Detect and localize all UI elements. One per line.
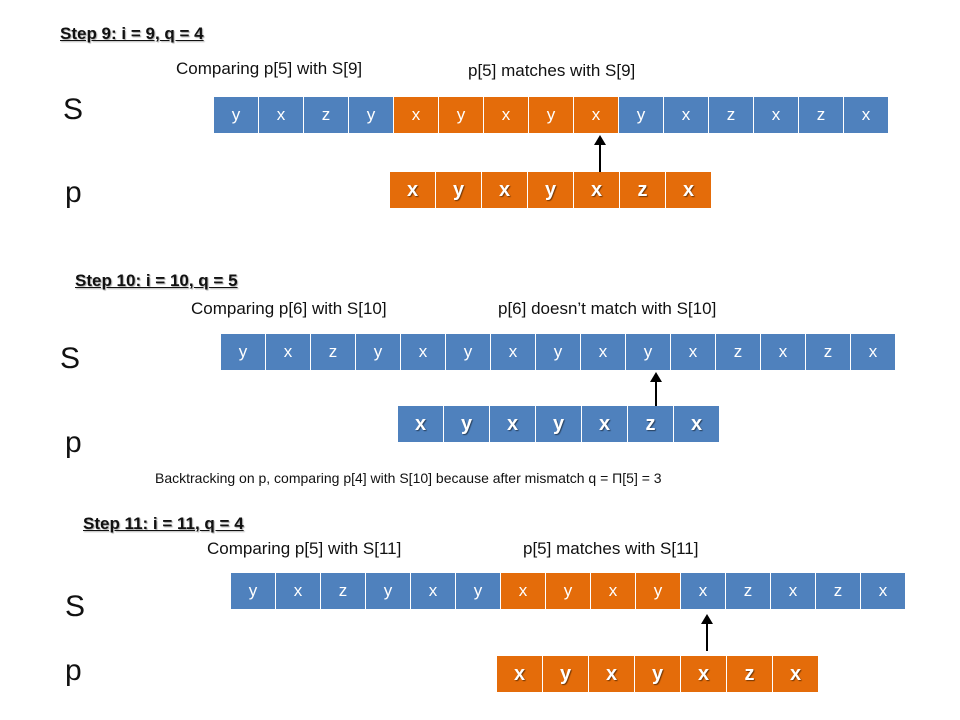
p-cell: z bbox=[620, 172, 666, 208]
s-cell: x bbox=[266, 334, 311, 370]
s-cell: y bbox=[349, 97, 394, 133]
p-cell: x bbox=[681, 656, 727, 692]
s-cell: x bbox=[771, 573, 816, 609]
step-11-arrow bbox=[700, 614, 714, 651]
s-cell: y bbox=[221, 334, 266, 370]
s-cell: y bbox=[356, 334, 401, 370]
s-cell: y bbox=[529, 97, 574, 133]
s-cell: y bbox=[366, 573, 411, 609]
p-cell: y bbox=[436, 172, 482, 208]
p-cell: y bbox=[444, 406, 490, 442]
s-cell: x bbox=[671, 334, 716, 370]
step-10-caption-right: p[6] doesn’t match with S[10] bbox=[498, 299, 717, 318]
p-cell: y bbox=[528, 172, 574, 208]
s-cell: x bbox=[754, 97, 799, 133]
step-11-caption-right: p[5] matches with S[11] bbox=[523, 539, 699, 558]
s-cell: x bbox=[394, 97, 439, 133]
s-cell: y bbox=[536, 334, 581, 370]
step-10-backtrack-note: Backtracking on p, comparing p[4] with S… bbox=[155, 470, 662, 486]
p-cell: y bbox=[543, 656, 589, 692]
p-cell: y bbox=[536, 406, 582, 442]
s-cell: z bbox=[716, 334, 761, 370]
s-cell: z bbox=[304, 97, 349, 133]
step-9-s-label: S bbox=[63, 93, 84, 126]
s-cell: x bbox=[401, 334, 446, 370]
step-10-arrow bbox=[649, 372, 663, 406]
step-11-s-label: S bbox=[65, 590, 86, 623]
step-9-title: Step 9: i = 9, q = 4 bbox=[60, 24, 204, 43]
step-11-p-label: p bbox=[65, 654, 82, 687]
s-cell: x bbox=[844, 97, 889, 133]
p-cell: x bbox=[574, 172, 620, 208]
p-cell: x bbox=[390, 172, 436, 208]
s-cell: z bbox=[311, 334, 356, 370]
s-cell: y bbox=[456, 573, 501, 609]
s-cell: x bbox=[411, 573, 456, 609]
s-cell: x bbox=[851, 334, 896, 370]
s-cell: x bbox=[761, 334, 806, 370]
s-cell: x bbox=[574, 97, 619, 133]
p-cell: x bbox=[666, 172, 712, 208]
p-cell: x bbox=[674, 406, 720, 442]
s-cell: x bbox=[664, 97, 709, 133]
s-cell: y bbox=[446, 334, 491, 370]
s-cell: z bbox=[806, 334, 851, 370]
step-9-arrow bbox=[593, 135, 607, 172]
p-cell: z bbox=[628, 406, 674, 442]
step-9-p-label: p bbox=[65, 176, 82, 209]
s-cell: y bbox=[546, 573, 591, 609]
step-9-caption-left: Comparing p[5] with S[9] bbox=[176, 59, 363, 78]
step-11-title: Step 11: i = 11, q = 4 bbox=[83, 514, 244, 533]
p-cell: z bbox=[727, 656, 773, 692]
s-cell: y bbox=[214, 97, 259, 133]
s-cell: x bbox=[491, 334, 536, 370]
s-cell: y bbox=[636, 573, 681, 609]
s-cell: y bbox=[619, 97, 664, 133]
s-cell: x bbox=[681, 573, 726, 609]
s-cell: x bbox=[484, 97, 529, 133]
s-cell: z bbox=[709, 97, 754, 133]
s-cell: x bbox=[861, 573, 906, 609]
s-cell: x bbox=[259, 97, 304, 133]
p-cell: y bbox=[635, 656, 681, 692]
p-cell: x bbox=[582, 406, 628, 442]
step-10-caption-left: Comparing p[6] with S[10] bbox=[191, 299, 387, 318]
s-cell: x bbox=[591, 573, 636, 609]
s-cell: y bbox=[231, 573, 276, 609]
s-cell: y bbox=[626, 334, 671, 370]
step-10-title: Step 10: i = 10, q = 5 bbox=[75, 271, 238, 290]
s-cell: x bbox=[276, 573, 321, 609]
step-9-caption-right: p[5] matches with S[9] bbox=[468, 61, 636, 80]
s-cell: x bbox=[581, 334, 626, 370]
p-cell: x bbox=[490, 406, 536, 442]
p-cell: x bbox=[497, 656, 543, 692]
p-cell: x bbox=[482, 172, 528, 208]
step-10-s-label: S bbox=[60, 342, 81, 375]
s-cell: x bbox=[501, 573, 546, 609]
s-cell: z bbox=[726, 573, 771, 609]
p-cell: x bbox=[589, 656, 635, 692]
p-cell: x bbox=[398, 406, 444, 442]
step-10-p-label: p bbox=[65, 426, 82, 459]
s-cell: z bbox=[816, 573, 861, 609]
s-cell: y bbox=[439, 97, 484, 133]
s-cell: z bbox=[321, 573, 366, 609]
s-cell: z bbox=[799, 97, 844, 133]
p-cell: x bbox=[773, 656, 819, 692]
step-11-caption-left: Comparing p[5] with S[11] bbox=[207, 539, 402, 558]
